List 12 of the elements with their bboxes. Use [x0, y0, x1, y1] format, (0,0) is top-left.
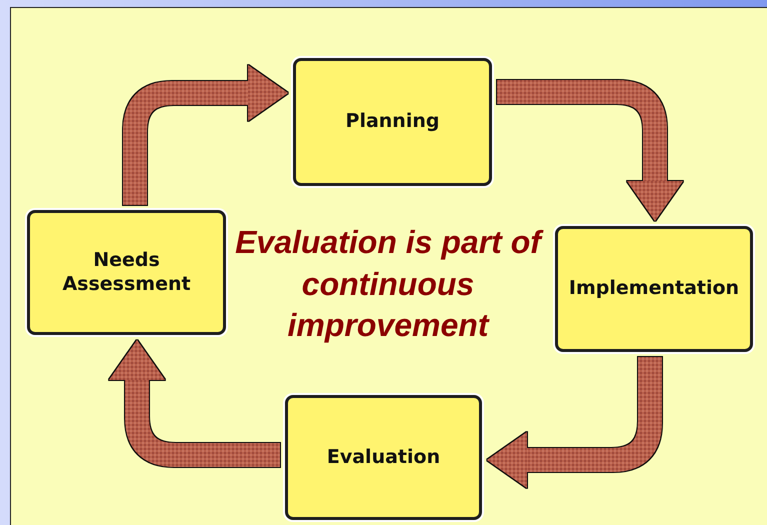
process-box — [293, 58, 492, 186]
process-box — [285, 395, 482, 520]
process-box — [555, 226, 753, 352]
step-label: Implementation — [568, 277, 740, 301]
curved-arrow — [497, 80, 683, 221]
center-caption: Evaluation is part of continuous improvement — [228, 222, 548, 347]
step-label: Needs Assessment — [61, 248, 192, 296]
step-label: Planning — [344, 110, 440, 134]
step-label: Evaluation — [326, 446, 442, 470]
process-box — [27, 210, 226, 335]
curved-arrow — [109, 340, 280, 467]
curved-arrow — [123, 65, 288, 205]
